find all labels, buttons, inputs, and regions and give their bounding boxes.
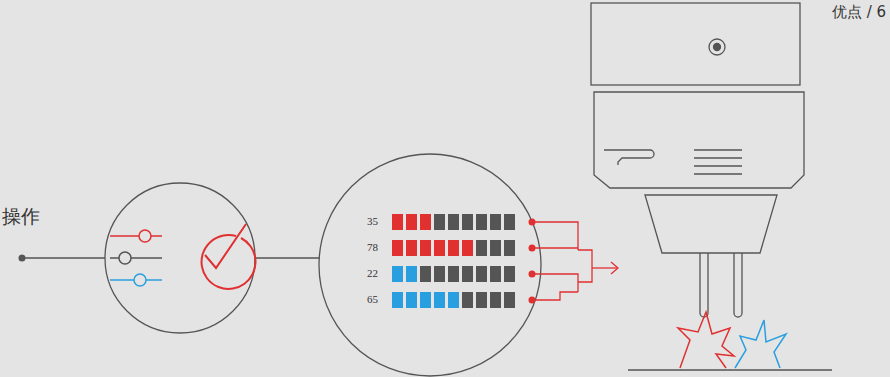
step-label: 操作	[2, 204, 40, 230]
sparks	[678, 312, 786, 368]
bar-cell	[392, 266, 403, 282]
bar-cell	[434, 240, 445, 256]
bar-cell	[462, 240, 473, 256]
slider-icon	[110, 230, 162, 286]
merge-lines	[532, 222, 618, 300]
bar-cell	[476, 292, 487, 308]
bar-cell	[434, 266, 445, 282]
start-dot	[19, 255, 26, 262]
bar-cell	[462, 214, 473, 230]
bar-grid	[392, 214, 515, 308]
bar-cell	[504, 214, 515, 230]
bar-cell	[420, 266, 431, 282]
bar-cell	[490, 214, 501, 230]
bar-cell	[476, 266, 487, 282]
bar-cell	[490, 240, 501, 256]
bar-cell	[392, 292, 403, 308]
bar-cell	[392, 240, 403, 256]
bar-cell	[448, 292, 459, 308]
bar-cell	[406, 214, 417, 230]
bar-cell	[504, 240, 515, 256]
bar-cell	[448, 266, 459, 282]
bar-cell	[504, 266, 515, 282]
value-number: 22	[367, 267, 378, 279]
bar-cell	[462, 292, 473, 308]
value-number: 78	[367, 241, 378, 253]
bar-cell	[420, 214, 431, 230]
bar-cell	[434, 292, 445, 308]
flow-line	[255, 257, 320, 258]
bar-cell	[406, 240, 417, 256]
settings-circle	[105, 183, 255, 333]
bar-cell	[490, 292, 501, 308]
value-number: 35	[367, 215, 378, 227]
row-dots	[529, 219, 536, 304]
bar-cell	[462, 266, 473, 282]
welding-head	[591, 3, 832, 370]
bar-cell	[392, 214, 403, 230]
bar-cell	[448, 214, 459, 230]
bar-cell	[504, 292, 515, 308]
page-marker: 优点 / 6	[832, 3, 886, 22]
bar-cell	[476, 240, 487, 256]
check-icon	[202, 224, 256, 289]
bar-cell	[420, 240, 431, 256]
bar-cell	[448, 240, 459, 256]
bar-cell	[406, 292, 417, 308]
bar-cell	[476, 214, 487, 230]
bar-cell	[406, 266, 417, 282]
data-circle	[319, 154, 541, 376]
bar-cell	[420, 292, 431, 308]
bar-cell	[434, 214, 445, 230]
flow-line	[22, 257, 105, 258]
value-number: 65	[367, 293, 378, 305]
bar-cell	[490, 266, 501, 282]
